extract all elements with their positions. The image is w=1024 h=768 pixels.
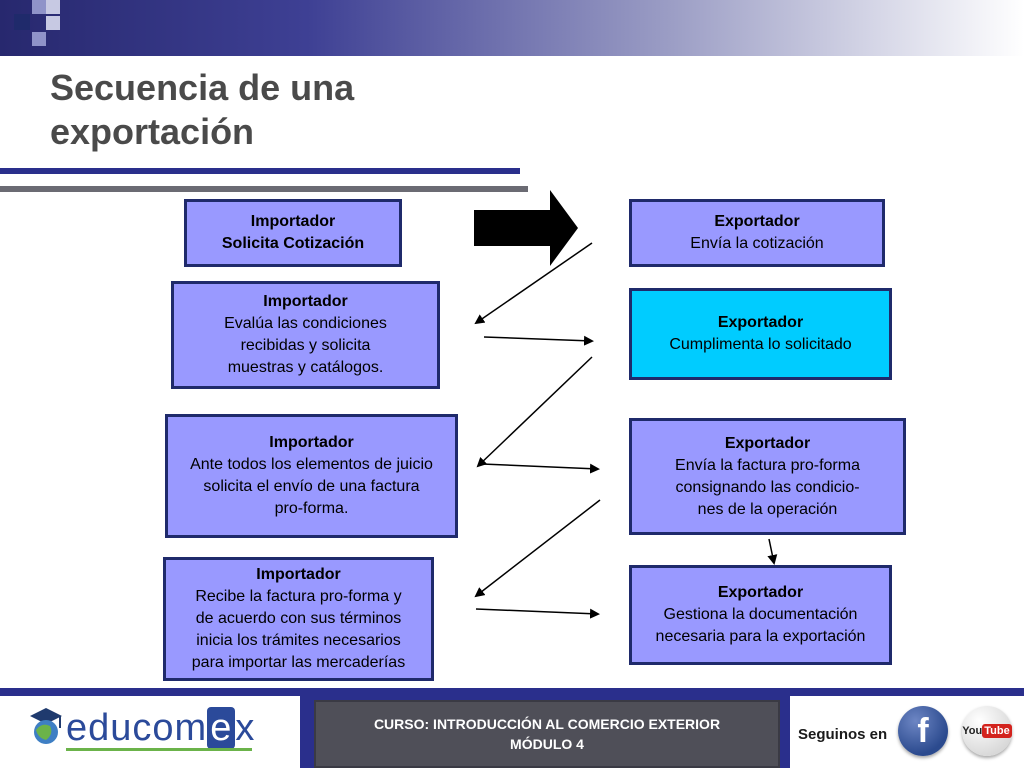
arrow-exportador2-to-importador3: [476, 356, 593, 468]
box-line: consignando las condicio-: [675, 478, 860, 496]
title-rule-blue: [0, 168, 520, 174]
exportador-step-2: Exportador Cumplimenta lo solicitado: [629, 288, 892, 380]
facebook-icon[interactable]: f: [898, 706, 948, 756]
logo-text-b: x: [235, 707, 256, 749]
arrow-exportador1-to-importador2: [474, 242, 593, 325]
box-line: Solicita Cotización: [221, 235, 365, 252]
importador-step-4: Importador Recibe la factura pro-forma y…: [163, 557, 434, 681]
box-line: nes de la operación: [697, 500, 838, 518]
youtube-text-a: You: [962, 725, 983, 737]
course-title: CURSO: INTRODUCCIÓN AL COMERCIO EXTERIOR: [373, 716, 721, 732]
exportador-step-1: Exportador Envía la cotización: [629, 199, 885, 267]
title-rule-gray: [0, 186, 528, 192]
box-line: de acuerdo con sus términos: [195, 610, 402, 627]
arrow-importador4-to-exportador4: [475, 608, 600, 619]
box-heading: Importador: [263, 293, 348, 310]
logo-underline: [66, 748, 252, 751]
box-heading: Exportador: [717, 314, 804, 331]
box-heading: Importador: [250, 213, 336, 230]
youtube-text-b: Tube: [982, 724, 1012, 738]
title-line-1: Secuencia de una: [50, 67, 355, 108]
box-heading: Importador: [256, 566, 341, 583]
arrow-importador3-to-exportador3: [481, 463, 600, 474]
box-line: solicita el envío de una factura: [203, 478, 420, 495]
box-line: muestras y catálogos.: [227, 359, 384, 376]
box-line: Ante todos los elementos de juicio: [190, 456, 433, 473]
logo-text-e-highlight: e: [207, 707, 236, 749]
header-gradient-band: [0, 0, 1024, 56]
educomex-logo-text: educomex: [66, 704, 255, 752]
box-heading: Exportador: [717, 584, 804, 601]
title-line-2: exportación: [50, 111, 255, 152]
arrow-exportador3-to-importador4: [474, 499, 601, 598]
logo-text-a: educom: [66, 707, 208, 749]
page-title: Secuencia de una exportación: [50, 66, 354, 154]
arrow-exportador3-to-exportador4: [767, 538, 778, 565]
box-heading: Exportador: [714, 213, 800, 230]
box-heading: Importador: [269, 434, 354, 451]
header-square-decoration: [14, 14, 30, 30]
header-square-decoration: [46, 0, 60, 14]
box-line: necesaria para la exportación: [655, 628, 866, 645]
footer-rule: [0, 688, 1024, 696]
follow-label: Seguinos en: [798, 726, 888, 743]
facebook-glyph: f: [917, 711, 929, 750]
box-line: Envía la cotización: [690, 235, 824, 252]
course-module: MÓDULO 4: [510, 736, 584, 752]
box-line: inicia los trámites necesarios: [196, 632, 401, 649]
importador-step-2: Importador Evalúa las condiciones recibi…: [171, 281, 440, 389]
box-heading: Exportador: [724, 434, 811, 452]
box-line: Evalúa las condiciones: [224, 315, 387, 332]
header-square-decoration: [32, 32, 46, 46]
box-line: Recibe la factura pro-forma y: [195, 588, 402, 605]
block-arrow-right-icon: [474, 190, 578, 266]
box-line: Envía la factura pro-forma: [675, 456, 860, 474]
importador-step-3: Importador Ante todos los elementos de j…: [165, 414, 458, 538]
box-line: Cumplimenta lo solicitado: [669, 336, 852, 353]
educomex-logo-icon: [30, 708, 62, 744]
course-label-box: CURSO: INTRODUCCIÓN AL COMERCIO EXTERIOR…: [314, 700, 780, 768]
box-line: para importar las mercaderías: [191, 654, 406, 671]
header-square-decoration: [32, 0, 46, 14]
box-line: Gestiona la documentación: [663, 606, 858, 623]
importador-step-1: Importador Solicita Cotización: [184, 199, 402, 267]
footer-course-panel: CURSO: INTRODUCCIÓN AL COMERCIO EXTERIOR…: [304, 696, 786, 768]
box-line: recibidas y solicita: [240, 337, 371, 354]
header-square-decoration: [46, 16, 60, 30]
box-line: pro-forma.: [274, 500, 349, 517]
exportador-step-3: Exportador Envía la factura pro-forma co…: [629, 418, 906, 535]
arrow-importador2-to-exportador2: [483, 335, 594, 346]
exportador-step-4: Exportador Gestiona la documentación nec…: [629, 565, 892, 665]
